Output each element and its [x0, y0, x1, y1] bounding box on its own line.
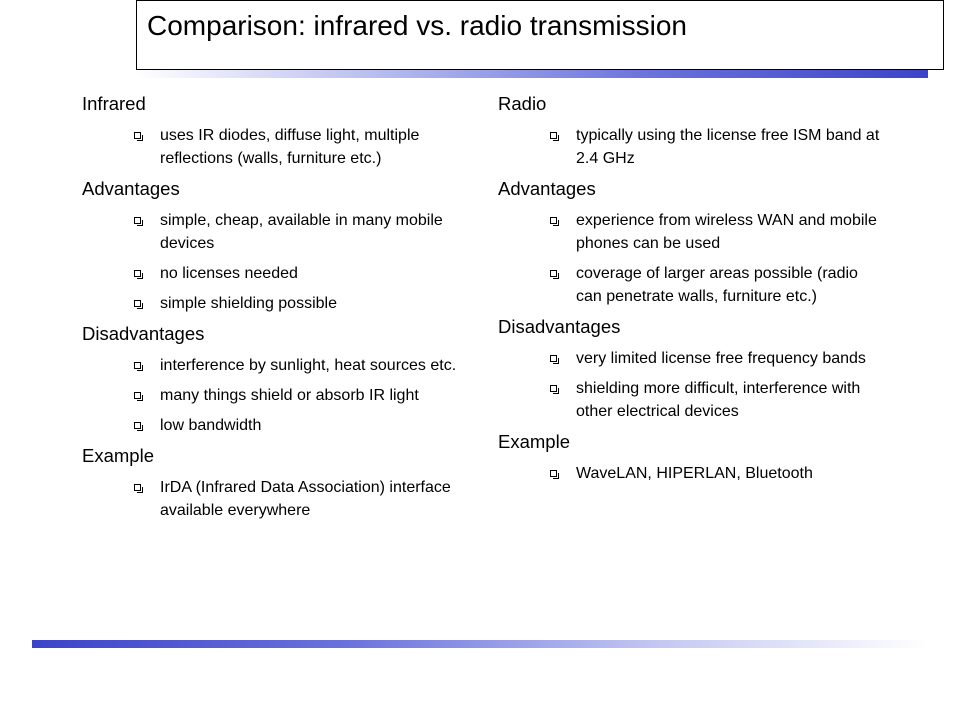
bullet-item: interference by sunlight, heat sources e…	[82, 354, 462, 377]
bullet-text: typically using the license free ISM ban…	[576, 127, 880, 167]
checkbox-bullet-icon	[134, 362, 143, 371]
title-box: Comparison: infrared vs. radio transmiss…	[136, 0, 944, 70]
bullet-list: WaveLAN, HIPERLAN, Bluetooth	[498, 462, 898, 485]
section-heading: Example	[498, 431, 570, 452]
footer-gradient-bar	[32, 640, 930, 648]
checkbox-bullet-icon	[550, 470, 559, 479]
bullet-item: typically using the license free ISM ban…	[498, 124, 880, 170]
bullet-list: typically using the license free ISM ban…	[498, 124, 898, 170]
bullet-item: coverage of larger areas possible (radio…	[498, 262, 880, 308]
bullet-text: simple, cheap, available in many mobile …	[160, 212, 443, 252]
section-heading: Infrared	[82, 93, 146, 114]
checkbox-bullet-icon	[134, 217, 143, 226]
section-heading: Disadvantages	[82, 323, 205, 344]
checkbox-bullet-icon	[134, 484, 143, 493]
bullet-list: IrDA (Infrared Data Association) interfa…	[82, 476, 472, 522]
bullet-item: shielding more difficult, interference w…	[498, 377, 880, 423]
bullet-list: interference by sunlight, heat sources e…	[82, 354, 472, 437]
section-heading: Advantages	[82, 178, 180, 199]
bullet-text: many things shield or absorb IR light	[160, 387, 419, 404]
bullet-item: experience from wireless WAN and mobile …	[498, 209, 880, 255]
left-column: Infrared uses IR diodes, diffuse light, m…	[82, 92, 472, 529]
slide-title: Comparison: infrared vs. radio transmiss…	[147, 10, 687, 41]
bullet-item: low bandwidth	[82, 414, 462, 437]
checkbox-bullet-icon	[134, 392, 143, 401]
bullet-text: shielding more difficult, interference w…	[576, 380, 861, 420]
bullet-text: coverage of larger areas possible (radio…	[576, 265, 858, 305]
checkbox-bullet-icon	[134, 132, 143, 141]
bullet-text: very limited license free frequency band…	[576, 350, 866, 367]
bullet-item: simple shielding possible	[82, 292, 462, 315]
bullet-item: simple, cheap, available in many mobile …	[82, 209, 462, 255]
bullet-item: many things shield or absorb IR light	[82, 384, 462, 407]
checkbox-bullet-icon	[550, 385, 559, 394]
checkbox-bullet-icon	[550, 132, 559, 141]
checkbox-bullet-icon	[550, 270, 559, 279]
bullet-list: uses IR diodes, diffuse light, multiple …	[82, 124, 472, 170]
checkbox-bullet-icon	[134, 270, 143, 279]
section-heading: Disadvantages	[498, 316, 621, 337]
bullet-list: very limited license free frequency band…	[498, 347, 898, 423]
bullet-item: WaveLAN, HIPERLAN, Bluetooth	[498, 462, 880, 485]
section-heading: Advantages	[498, 178, 596, 199]
bullet-text: IrDA (Infrared Data Association) interfa…	[160, 479, 451, 519]
bullet-item: no licenses needed	[82, 262, 462, 285]
section-heading: Example	[82, 445, 154, 466]
bullet-item: uses IR diodes, diffuse light, multiple …	[82, 124, 462, 170]
section-heading: Radio	[498, 93, 547, 114]
checkbox-bullet-icon	[550, 355, 559, 364]
bullet-text: no licenses needed	[160, 265, 298, 282]
bullet-text: low bandwidth	[160, 417, 262, 434]
bullet-text: experience from wireless WAN and mobile …	[576, 212, 877, 252]
bullet-item: IrDA (Infrared Data Association) interfa…	[82, 476, 462, 522]
bullet-text: interference by sunlight, heat sources e…	[160, 357, 457, 374]
bullet-item: very limited license free frequency band…	[498, 347, 880, 370]
bullet-text: uses IR diodes, diffuse light, multiple …	[160, 127, 420, 167]
bullet-list: experience from wireless WAN and mobile …	[498, 209, 898, 308]
bullet-text: simple shielding possible	[160, 295, 337, 312]
bullet-list: simple, cheap, available in many mobile …	[82, 209, 472, 315]
title-gradient-bar	[136, 70, 928, 78]
bullet-text: WaveLAN, HIPERLAN, Bluetooth	[576, 465, 813, 482]
right-column: Radio typically using the license free IS…	[498, 92, 898, 492]
checkbox-bullet-icon	[550, 217, 559, 226]
checkbox-bullet-icon	[134, 422, 143, 431]
checkbox-bullet-icon	[134, 300, 143, 309]
